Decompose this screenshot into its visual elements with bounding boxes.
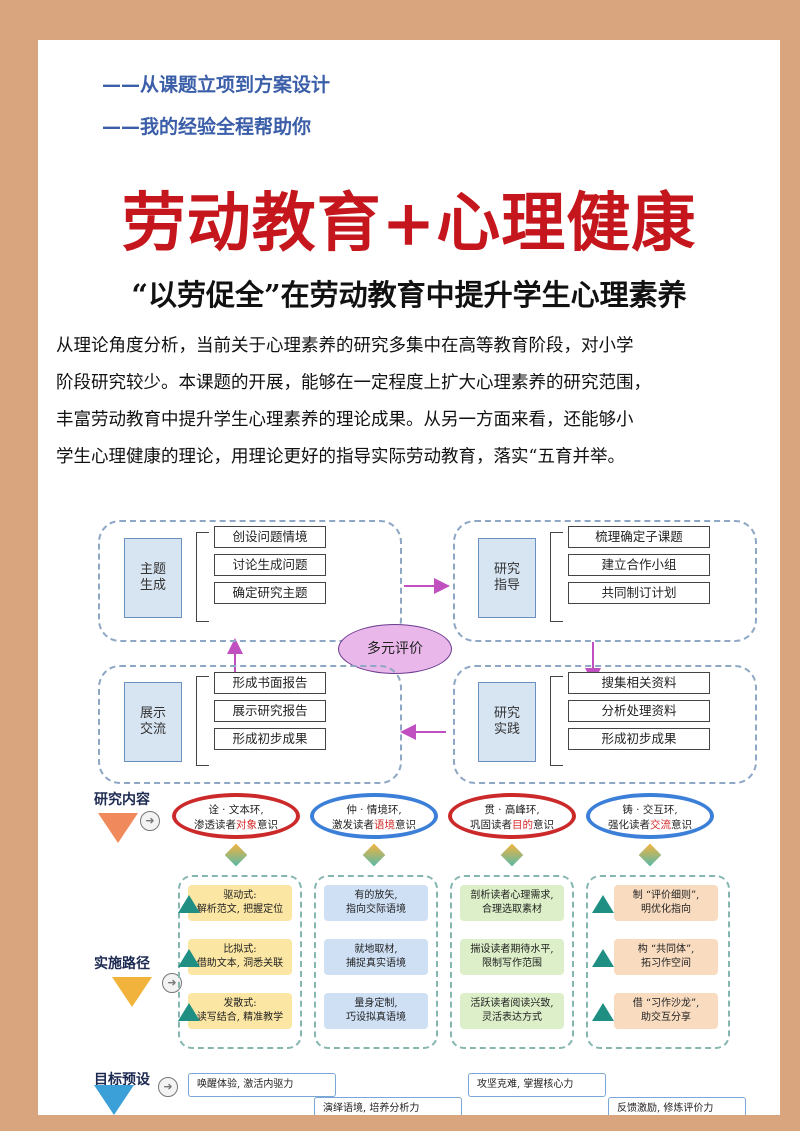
path-card: 剖析读者心理需求, 合理选取素材 [460, 885, 564, 921]
triangle-down-icon [94, 1085, 134, 1115]
ring-line: 渗透读者对象意识 [194, 819, 278, 831]
subheading-line-1: ——从课题立项到方案设计 [102, 74, 331, 96]
row-label-goals: 目标预设 [94, 1072, 150, 1088]
group-item: 讨论生成问题 [214, 554, 326, 576]
group-item: 梳理确定子课题 [568, 526, 710, 548]
path-card: 揣设读者期待水平, 限制写作范围 [460, 939, 564, 975]
group-label: 展示交流 [124, 682, 182, 762]
arrow-circle-icon: ➜ [140, 811, 160, 831]
group-item: 创设问题情境 [214, 526, 326, 548]
triangle-down-icon [112, 977, 152, 1007]
intro-paragraph: 从理论角度分析，当前关于心理素养的研究多集中在高等教育阶段，对小学 阶段研究较少… [56, 328, 768, 476]
goal-box: 攻坚克难, 掌握核心力 [468, 1073, 606, 1097]
gem-icon [362, 843, 386, 867]
group-research-guidance [453, 520, 757, 642]
ring-line: 激发读者语境意识 [332, 819, 416, 831]
research-cycle-diagram: 主题生成 创设问题情境 讨论生成问题 确定研究主题 研究指导 梳理确定子课题 建… [98, 520, 778, 784]
group-research-practice [453, 665, 757, 784]
path-card: 驱动式: 解析范文, 把握定位 [188, 885, 292, 921]
arrow-circle-icon: ➜ [158, 1077, 178, 1097]
triangle-up-icon [592, 895, 614, 913]
triangle-down-icon [98, 813, 138, 843]
path-column: 剖析读者心理需求, 合理选取素材 揣设读者期待水平, 限制写作范围 活跃读者阅读… [450, 875, 574, 1049]
group-item: 分析处理资料 [568, 700, 710, 722]
path-card: 就地取材, 捕捉真实语境 [324, 939, 428, 975]
content-path-goal-diagram: 研究内容 ➜ 诠 · 文本环, 渗透读者对象意识 仲 · 情境环, 激发读者语境… [88, 785, 778, 1115]
gem-icon [638, 843, 662, 867]
group-item: 搜集相关资料 [568, 672, 710, 694]
ring-line: 巩固读者目的意识 [470, 819, 554, 831]
ring-line: 强化读者交流意识 [608, 819, 692, 831]
group-item: 形成初步成果 [214, 728, 326, 750]
path-card: 借 “习作沙龙”, 助交互分享 [614, 993, 718, 1029]
group-item: 形成初步成果 [568, 728, 710, 750]
subtitle: “以劳促全”在劳动教育中提升学生心理素养 [131, 278, 687, 312]
content-ring: 仲 · 情境环, 激发读者语境意识 [310, 793, 438, 839]
arrow-circle-icon: ➜ [162, 973, 182, 993]
paragraph-line: 阶段研究较少。本课题的开展，能够在一定程度上扩大心理素养的研究范围， [56, 373, 651, 393]
row-label-path: 实施路径 [94, 956, 150, 972]
center-evaluation-oval: 多元评价 [338, 624, 452, 674]
group-label: 研究指导 [478, 538, 536, 618]
path-card: 量身定制, 巧设拟真语境 [324, 993, 428, 1029]
path-card: 有的放矢, 指向交际语境 [324, 885, 428, 921]
group-label: 主题生成 [124, 538, 182, 618]
paragraph-line: 丰富劳动教育中提升学生心理素养的理论成果。从另一方面来看，还能够小 [56, 410, 634, 430]
goal-box: 反馈激励, 修炼评价力 [608, 1097, 746, 1115]
triangle-up-icon [592, 1003, 614, 1021]
group-item: 展示研究报告 [214, 700, 326, 722]
ring-line: 贯 · 高峰环, [484, 804, 540, 816]
path-card: 比拟式: 借助文本, 洞悉关联 [188, 939, 292, 975]
triangle-up-icon [178, 949, 200, 967]
gem-icon [224, 843, 248, 867]
paragraph-line: 从理论角度分析，当前关于心理素养的研究多集中在高等教育阶段，对小学 [56, 336, 634, 356]
triangle-up-icon [178, 895, 200, 913]
path-card: 活跃读者阅读兴致, 灵活表达方式 [460, 993, 564, 1029]
content-ring: 铸 · 交互环, 强化读者交流意识 [586, 793, 714, 839]
ring-line: 仲 · 情境环, [346, 804, 402, 816]
group-topic-generation [98, 520, 402, 642]
row-label-content: 研究内容 [94, 792, 150, 808]
path-card: 构 “共同体”, 拓习作空间 [614, 939, 718, 975]
path-column: 有的放矢, 指向交际语境 就地取材, 捕捉真实语境 量身定制, 巧设拟真语境 [314, 875, 438, 1049]
group-item: 建立合作小组 [568, 554, 710, 576]
group-item: 共同制订计划 [568, 582, 710, 604]
group-item: 形成书面报告 [214, 672, 326, 694]
goal-box: 唤醒体验, 激活内驱力 [188, 1073, 336, 1097]
path-card: 发散式: 读写结合, 精准教学 [188, 993, 292, 1029]
ring-line: 铸 · 交互环, [622, 804, 678, 816]
group-item: 确定研究主题 [214, 582, 326, 604]
main-title: 劳动教育+心理健康 [121, 186, 697, 261]
ring-line: 诠 · 文本环, [208, 804, 264, 816]
path-column: 制 “评价细则”, 明优化指向 构 “共同体”, 拓习作空间 借 “习作沙龙”,… [586, 875, 730, 1049]
group-label: 研究实践 [478, 682, 536, 762]
group-presentation [98, 665, 402, 784]
triangle-up-icon [178, 1003, 200, 1021]
content-ring: 诠 · 文本环, 渗透读者对象意识 [172, 793, 300, 839]
gem-icon [500, 843, 524, 867]
path-card: 制 “评价细则”, 明优化指向 [614, 885, 718, 921]
poster-sheet: ——从课题立项到方案设计 ——我的经验全程帮助你 劳动教育+心理健康 “以劳促全… [38, 40, 780, 1115]
subheading-line-2: ——我的经验全程帮助你 [102, 116, 312, 138]
triangle-up-icon [592, 949, 614, 967]
paragraph-line: 学生心理健康的理论，用理论更好的指导实际劳动教育，落实“五育并举。 [56, 447, 625, 467]
content-ring: 贯 · 高峰环, 巩固读者目的意识 [448, 793, 576, 839]
goal-box: 演绎语境, 培养分析力 [314, 1097, 462, 1115]
path-column: 驱动式: 解析范文, 把握定位 比拟式: 借助文本, 洞悉关联 发散式: 读写结… [178, 875, 302, 1049]
